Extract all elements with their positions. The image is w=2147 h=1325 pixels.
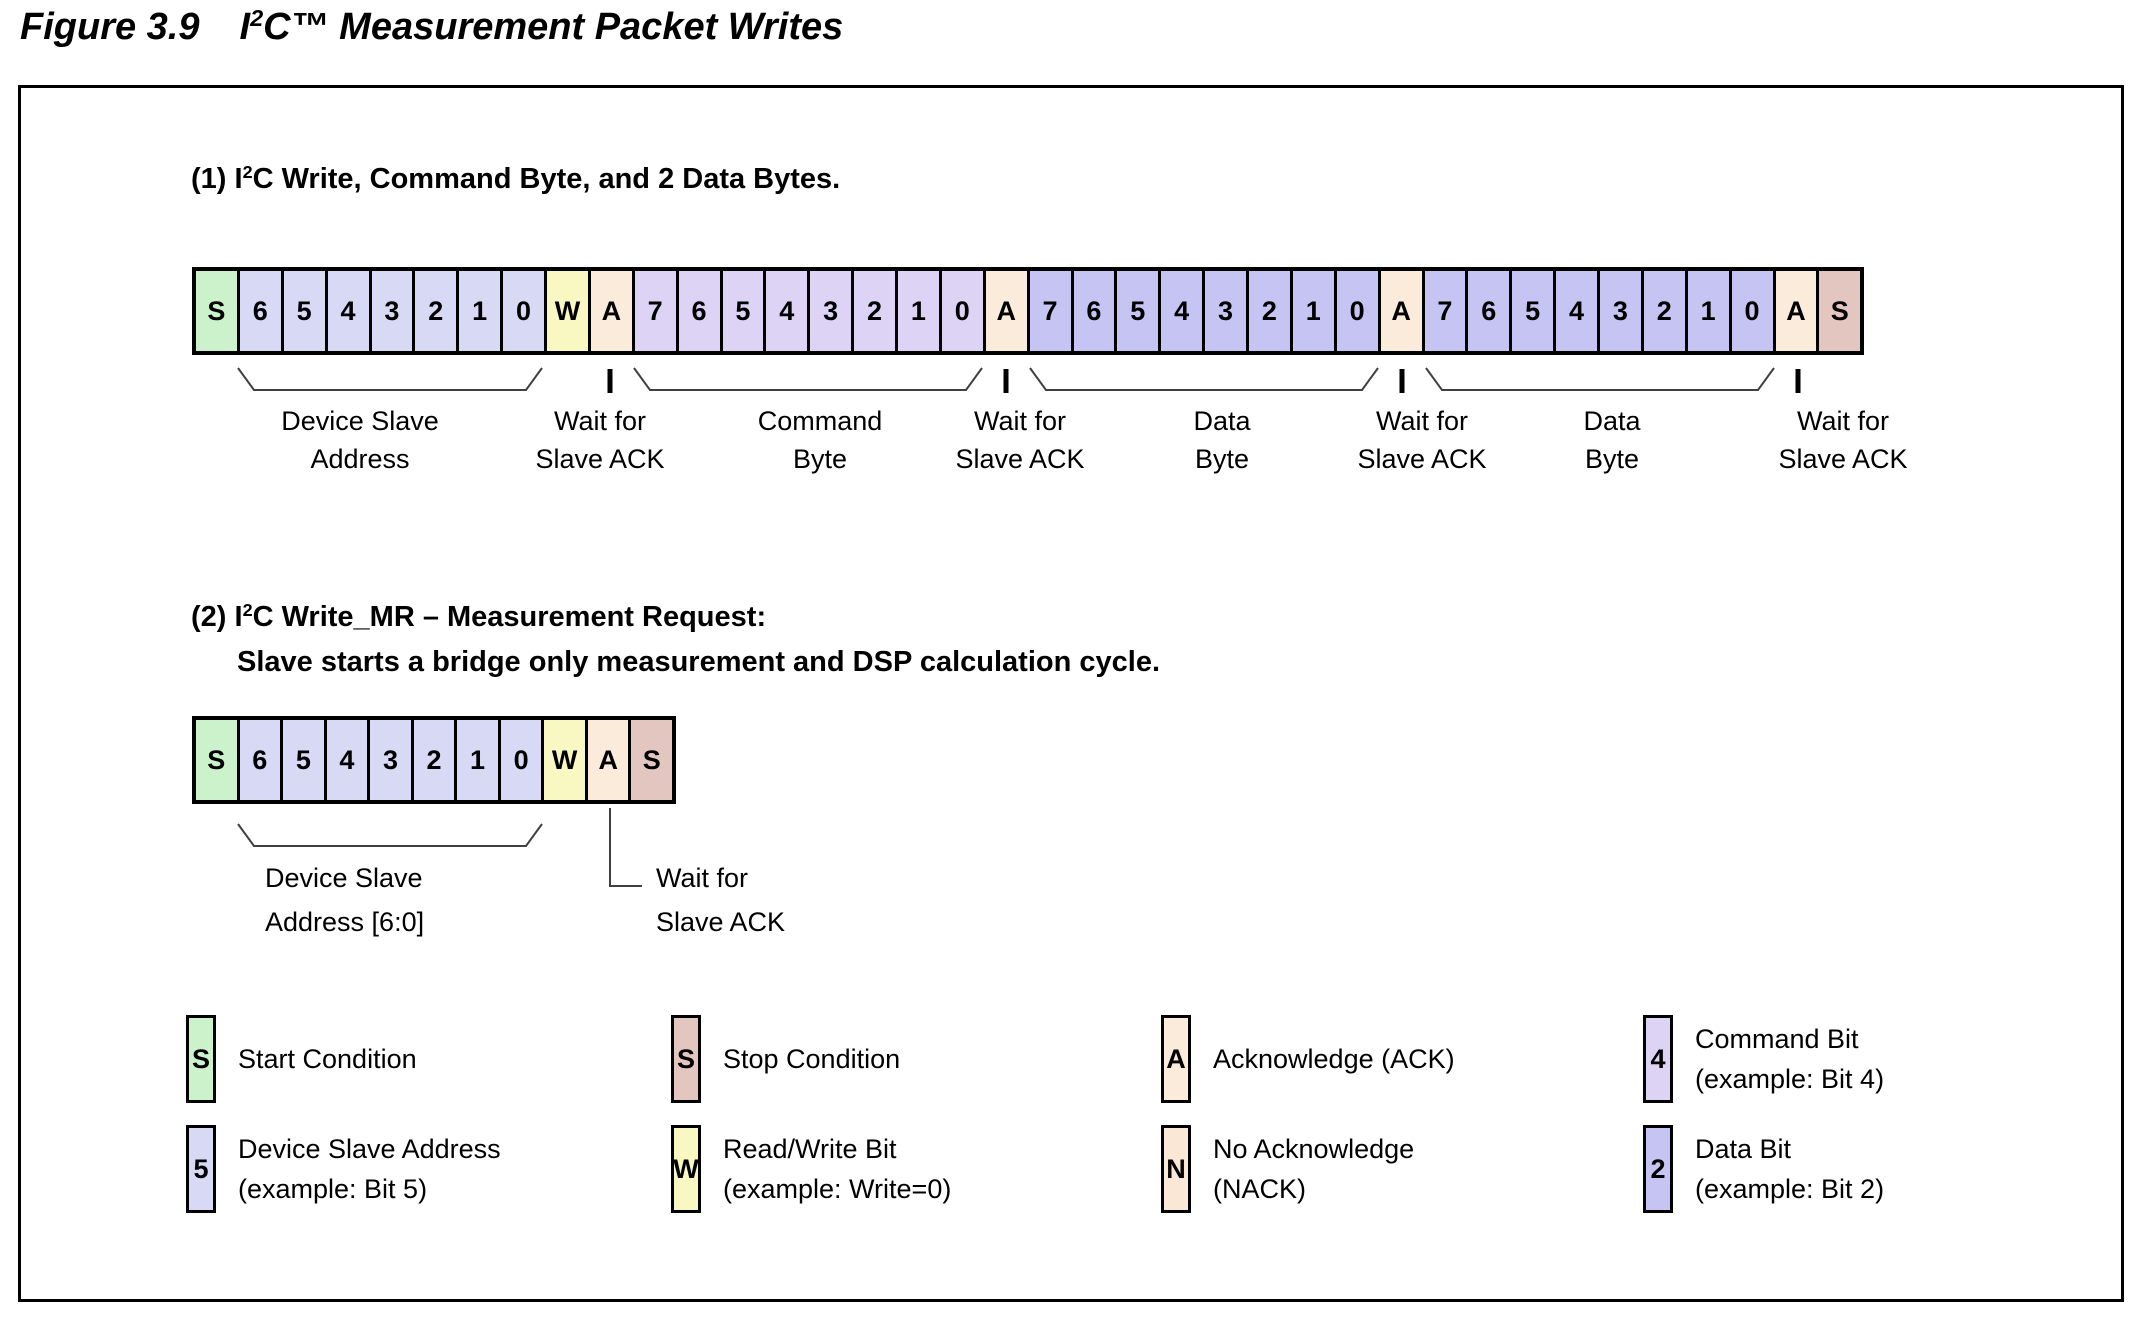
bit-cell-addr: 5	[283, 720, 327, 800]
bit-cell-stop: S	[631, 720, 673, 800]
legend-label: Device Slave Address (example: Bit 5)	[238, 1134, 501, 1204]
legend-label: Data Bit (example: Bit 2)	[1695, 1134, 1885, 1204]
bit-cell-cmd: 4	[766, 271, 811, 351]
legend-swatch-addr: 5	[186, 1125, 216, 1213]
bit-cell-data: 0	[1336, 271, 1381, 351]
bit-cell-stop: S	[1819, 271, 1861, 351]
group-label: Device Slave Address [6:0]	[265, 863, 425, 937]
bit-cell-data: 0	[1731, 271, 1776, 351]
bit-cell-addr: 3	[371, 271, 416, 351]
bit-cell-addr: 3	[370, 720, 414, 800]
bit-cell-start: S	[196, 720, 240, 800]
bit-cell-start: S	[196, 271, 240, 351]
bit-cell-addr: 0	[500, 720, 545, 800]
group-label: Wait for Slave ACK	[656, 863, 786, 937]
bit-cell-cmd: 0	[941, 271, 986, 351]
bit-cell-data: 5	[1117, 271, 1162, 351]
group-label: Wait for Slave ACK	[1778, 406, 1908, 474]
bit-cell-data: 7	[1424, 271, 1469, 351]
group-label: Wait for Slave ACK	[535, 406, 665, 474]
bit-cell-data: 1	[1292, 271, 1337, 351]
group-label: Wait for Slave ACK	[1357, 406, 1487, 474]
group-label: Data Byte	[1583, 406, 1641, 474]
section2-heading-line2: Slave starts a bridge only measurement a…	[237, 646, 1161, 678]
section2-heading-line1: (2) I2C Write_MR – Measurement Request:	[191, 600, 767, 633]
superscript-2: 2	[242, 162, 253, 183]
bit-cell-data: 7	[1029, 271, 1074, 351]
group-label: Wait for Slave ACK	[955, 406, 1085, 474]
legend-label: Start Condition	[238, 1044, 417, 1074]
bit-cell-data: 3	[1205, 271, 1249, 351]
legend-swatch-ack: A	[1161, 1015, 1191, 1103]
bit-cell-data: 6	[1468, 271, 1513, 351]
figure-title-text: I2C™ Measurement Packet Writes	[239, 5, 844, 48]
bit-cell-addr: 2	[413, 720, 458, 800]
bit-cell-data: 3	[1600, 271, 1644, 351]
bit-cell-addr: 4	[327, 271, 372, 351]
legend-swatch-start: S	[186, 1015, 216, 1103]
bit-cell-data: 6	[1073, 271, 1118, 351]
bit-cell-cmd: 2	[854, 271, 898, 351]
bit-cell-ack: A	[590, 271, 635, 351]
legend-swatch-nack: N	[1161, 1125, 1191, 1213]
group-label: Device Slave Address	[281, 406, 439, 474]
legend-label: Command Bit (example: Bit 4)	[1695, 1024, 1885, 1094]
group-label: Data Byte	[1193, 406, 1251, 474]
figure-title: Figure 3.9 I2C™ Measurement Packet Writes	[20, 5, 844, 49]
bit-cell-addr: 0	[503, 271, 547, 351]
section2-heading: (2) I2C Write_MR – Measurement Request: …	[191, 596, 1160, 683]
bit-cell-cmd: 7	[634, 271, 679, 351]
bit-cell-rw: W	[547, 271, 591, 351]
bit-cell-ack: A	[587, 720, 632, 800]
legend-swatch-cmd: 4	[1643, 1015, 1673, 1103]
group-label: Command Byte	[757, 406, 883, 474]
bit-cell-addr: 6	[239, 271, 284, 351]
bit-cell-addr: 2	[415, 271, 460, 351]
bit-cell-ack: A	[985, 271, 1030, 351]
bit-cell-cmd: 3	[810, 271, 855, 351]
legend-label: Read/Write Bit (example: Write=0)	[723, 1134, 952, 1204]
bit-cell-data: 4	[1161, 271, 1206, 351]
bit-cell-data: 4	[1556, 271, 1600, 351]
bit-cell-cmd: 1	[898, 271, 942, 351]
bit-cell-cmd: 6	[678, 271, 723, 351]
bit-cell-cmd: 5	[722, 271, 767, 351]
bit-cell-ack: A	[1775, 271, 1820, 351]
section1-heading: (1) I2C Write, Command Byte, and 2 Data …	[191, 162, 841, 195]
legend-label: Stop Condition	[723, 1044, 901, 1074]
legend-label: No Acknowledge (NACK)	[1213, 1134, 1415, 1204]
superscript-2: 2	[242, 600, 253, 621]
legend-label: Acknowledge (ACK)	[1213, 1044, 1455, 1074]
bit-cell-addr: 5	[283, 271, 328, 351]
figure-number: Figure 3.9	[20, 6, 200, 48]
legend-swatch-stop: S	[671, 1015, 701, 1103]
bit-cell-addr: 1	[459, 271, 504, 351]
bit-cell-addr: 6	[239, 720, 284, 800]
legend-swatch-data: 2	[1643, 1125, 1673, 1213]
bit-cell-data: 1	[1687, 271, 1732, 351]
bit-cell-data: 2	[1249, 271, 1293, 351]
bit-cell-addr: 1	[457, 720, 501, 800]
bit-cell-data: 2	[1643, 271, 1688, 351]
superscript-2: 2	[250, 5, 264, 32]
bit-cell-addr: 4	[326, 720, 371, 800]
bit-cell-data: 5	[1512, 271, 1557, 351]
bit-cell-ack: A	[1380, 271, 1425, 351]
bit-cell-rw: W	[544, 720, 588, 800]
legend-swatch-rw: W	[671, 1125, 701, 1213]
